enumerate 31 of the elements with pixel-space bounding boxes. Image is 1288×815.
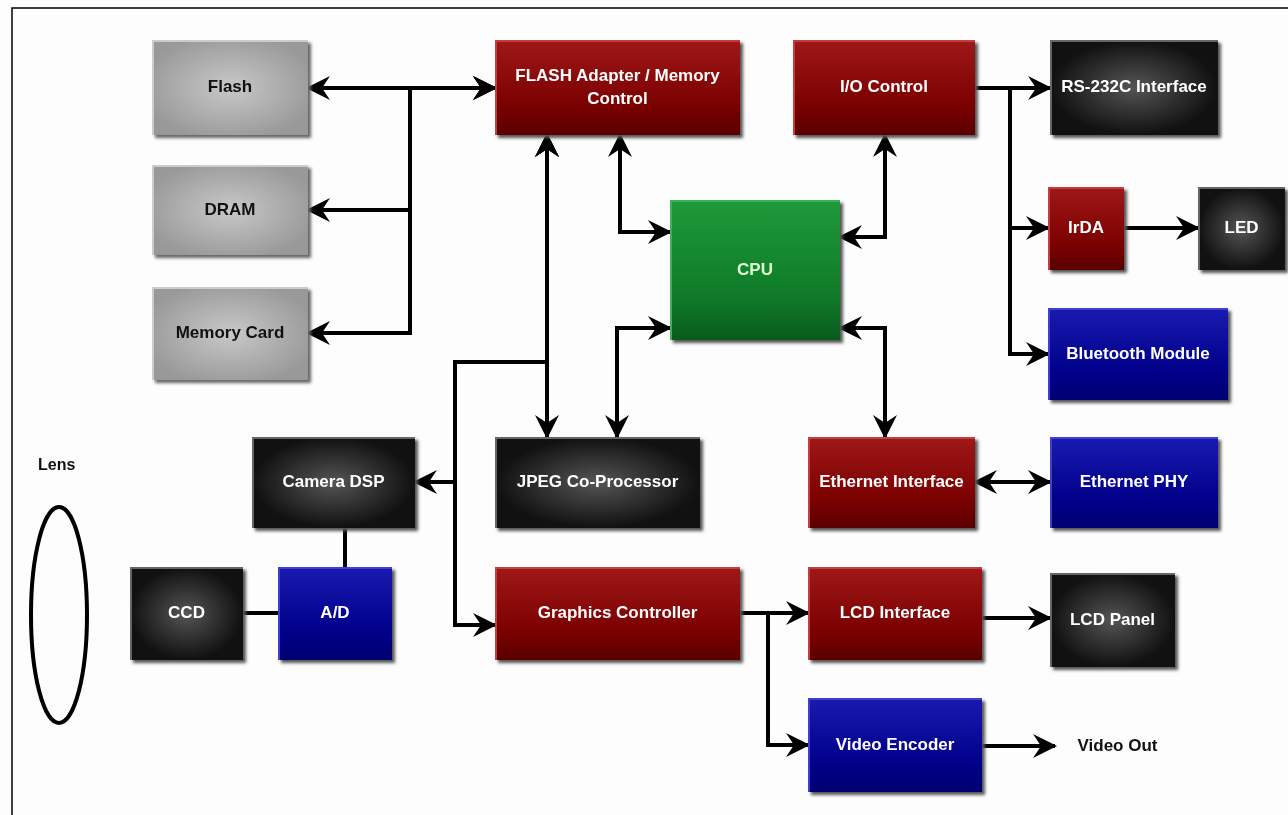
converter-block: A/D	[278, 567, 392, 660]
interface-block: Ethernet Interface	[808, 437, 975, 528]
interface-block: LCD Interface	[808, 567, 982, 660]
interface-block: IrDA	[1048, 187, 1124, 270]
memory-block: DRAM	[152, 165, 308, 255]
output-block: LED	[1198, 187, 1285, 270]
arrow	[740, 611, 810, 757]
arrow	[982, 606, 1052, 630]
arrow	[975, 86, 1050, 366]
controller-block: FLASH Adapter / Memory Control	[495, 40, 740, 135]
cpu-block: CPU	[670, 200, 840, 340]
arrow	[1124, 216, 1200, 240]
arrow	[608, 133, 672, 244]
processor-block: Camera DSP	[252, 437, 415, 528]
interface-block: RS-232C Interface	[1050, 40, 1218, 135]
connector-line	[343, 528, 347, 567]
processor-block: JPEG Co-Processor	[495, 437, 700, 528]
arrow	[982, 734, 1057, 758]
module-block: Ethernet PHY	[1050, 437, 1218, 528]
memory-block: Memory Card	[152, 287, 308, 380]
controller-block: I/O Control	[793, 40, 975, 135]
controller-block: Graphics Controller	[495, 567, 740, 660]
encoder-block: Video Encoder	[808, 698, 982, 792]
display-block: LCD Panel	[1050, 573, 1175, 667]
sensor-block: CCD	[130, 567, 243, 660]
module-block: Bluetooth Module	[1048, 308, 1228, 400]
connector-line	[243, 611, 278, 615]
lens-label: Lens	[38, 455, 76, 475]
output-label: Video Out	[1055, 730, 1180, 762]
memory-block: Flash	[152, 40, 308, 135]
arrow	[605, 316, 672, 439]
